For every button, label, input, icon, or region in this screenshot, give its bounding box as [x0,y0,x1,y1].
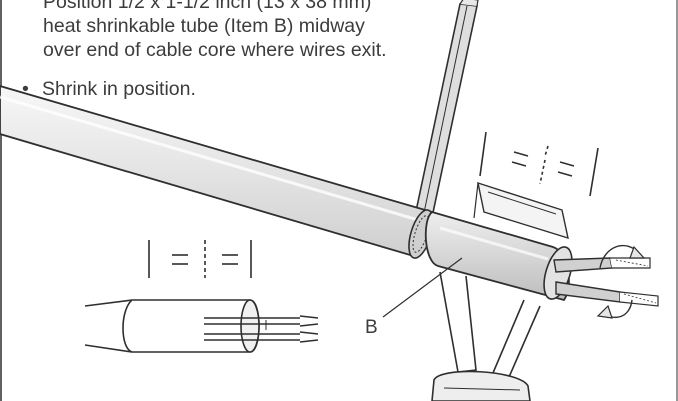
callout-item-b: B [365,257,463,338]
twist-arrow-upper-icon [599,244,646,269]
heat-shrink-tube [424,211,573,302]
spacing-mark-main [479,131,599,197]
folded-shield-strip [411,0,479,238]
wire-lower [555,281,659,307]
terminal-block [473,181,569,240]
inset-cable [84,299,319,353]
main-cable [0,85,434,259]
wire-upper [553,257,651,273]
twist-arrow-lower-icon [596,299,633,319]
instruction-shrink-text: Shrink in position. [42,78,196,100]
instruction-line-2: heat shrinkable tube (Item B) midway [43,15,365,37]
bullet-marker: • [22,78,29,100]
callout-label-b: B [365,317,378,338]
heat-gun-tool [431,271,541,401]
instruction-line-3: over end of cable core where wires exit. [43,39,387,61]
inset-diagram [84,240,319,353]
callout-leader-line [382,257,463,318]
instruction-step-shrink: • Shrink in position. [22,77,196,101]
spacing-mark-inset [148,240,252,278]
instruction-line-1: Position 1/2 x 1-1/2 inch (13 x 38 mm) [43,0,372,13]
